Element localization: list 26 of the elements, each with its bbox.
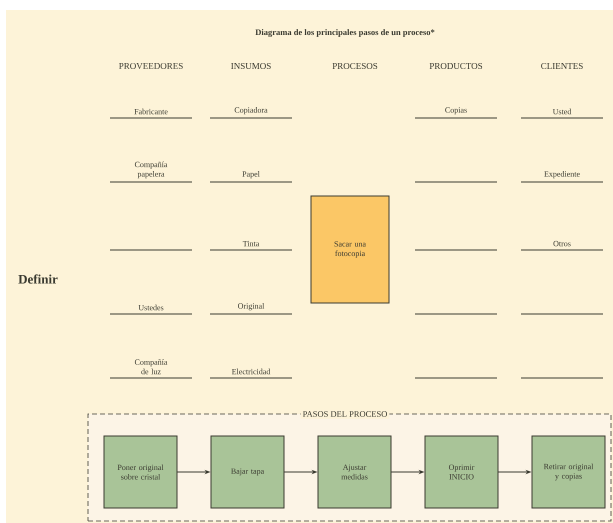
column-header: INSUMOS <box>231 62 271 70</box>
step-box: Retirar original y copias <box>532 436 606 508</box>
entry-text: Expediente <box>544 171 580 178</box>
entry-text: Compañía papelera <box>134 162 168 178</box>
step-box: Poner original sobre cristal <box>104 436 178 508</box>
entry-text: Compañía de luz <box>134 359 168 374</box>
entry-text: Otros <box>553 240 571 246</box>
column-header: PRODUCTOS <box>430 62 482 70</box>
entry-text: Fabricante <box>134 108 168 114</box>
step-box: Bajar tapa <box>210 436 284 508</box>
process-box: Sacar una fotocopia <box>310 196 390 304</box>
entry-text: Copias <box>445 107 467 114</box>
entry-text: Tinta <box>242 240 260 246</box>
column-header: PROCESOS <box>332 62 378 70</box>
step-box: Oprimir INICIO <box>424 436 498 508</box>
entry-text: Ustedes <box>138 304 164 310</box>
column-header: CLIENTES <box>541 62 583 70</box>
entry-text: Papel <box>242 171 260 178</box>
entry-text: Original <box>238 303 264 310</box>
title: Diagrama de los principales pasos de un proceso* <box>255 29 434 37</box>
column-header: PROVEEDORES <box>119 62 183 70</box>
step-box: Ajustar medidas <box>318 436 392 508</box>
entry-text: Electricidad <box>232 368 270 374</box>
side-label: Definir <box>18 274 58 284</box>
entry-text: Copiadora <box>234 107 268 114</box>
entry-text: Usted <box>552 108 572 114</box>
